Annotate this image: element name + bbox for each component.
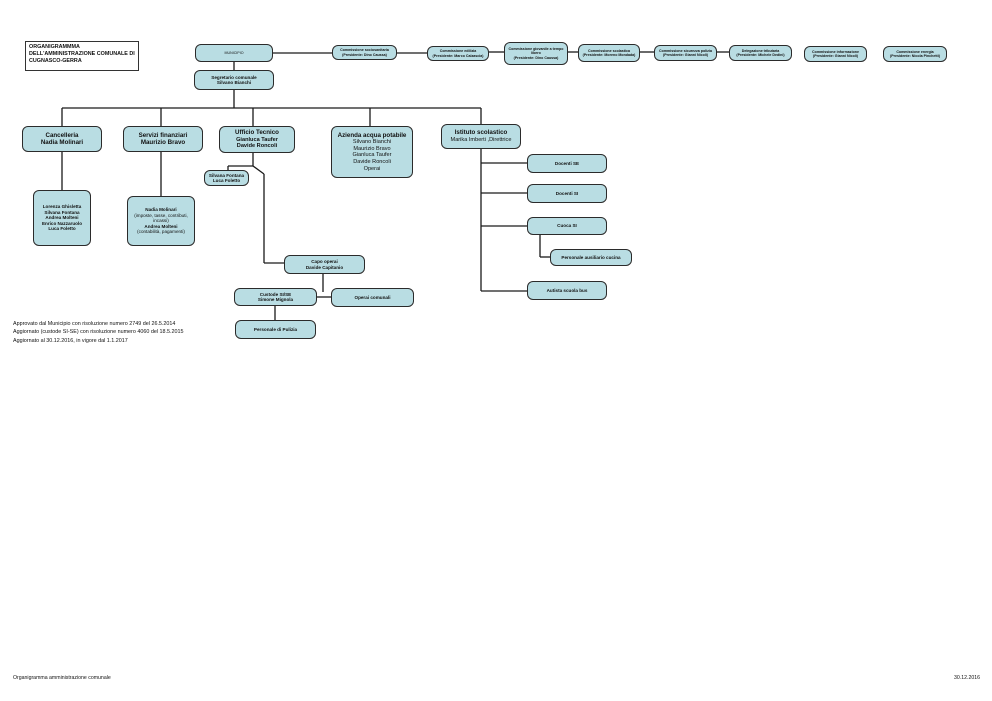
docenti-se-node: Docenti SE <box>527 154 607 173</box>
servizi-staff-node: Nadia Molinari (imposte, tasse, contribu… <box>127 196 195 246</box>
cancelleria-person: Nadia Molinari <box>40 139 84 146</box>
tecnico-staff-node: Silvana Fontana Luca Foletto <box>204 170 249 186</box>
municipio-label: MUNICIPIO <box>224 50 244 55</box>
staff-role: incassi) <box>153 218 169 224</box>
operai-label: Operai comunali <box>354 294 391 300</box>
autista-scuola-bus-node: Autista scuola bus <box>527 281 607 300</box>
commission-president: (Presidente: Marco Calzascia) <box>432 53 484 58</box>
commission-informazione-node: Commissione informazione (Presidente: Gi… <box>804 46 867 62</box>
approval-notes: Approvato dal Municipio con risoluzione … <box>13 320 184 345</box>
commission-energia-node: Commissione energia (Presidente: Nicola … <box>883 46 947 62</box>
cuoca-si-node: Cuoca SI <box>527 217 607 235</box>
azienda-member: Operai <box>363 165 381 172</box>
staff-member: Nadia Molinari <box>145 207 177 213</box>
segretario-person: Silvano Bianchi <box>216 80 252 85</box>
commission-sicurezza-node: Commissione sicurezza polizia (President… <box>654 45 717 61</box>
commission-edilizia-node: Commissione edilizia (Presidente: Marco … <box>427 46 489 61</box>
title-line-3: CUGNASCO-GERRA <box>29 57 82 64</box>
commission-label: Commissione sicurezza polizia <box>659 48 712 53</box>
commission-label: Delegazione tributaria <box>741 48 780 53</box>
azienda-member: Davide Roncoli <box>353 159 391 166</box>
istituto-director: Marika Imberti ,Direttrice <box>450 136 512 143</box>
servizi-person: Maurizio Bravo <box>140 139 186 146</box>
commission-label: Commissione edilizia <box>439 49 477 54</box>
cancelleria-node: Cancelleria Nadia Molinari <box>22 126 102 152</box>
commission-label: Commissione sociosanitaria <box>340 48 389 53</box>
delegazione-tributaria-node: Delegazione tributaria (Presidente: Mich… <box>729 45 792 61</box>
staff-member: Silvana Fontana <box>44 209 80 215</box>
staff-member: Luca Foletto <box>212 178 241 183</box>
commission-label-cont: libero <box>531 51 541 56</box>
staff-role: (imposte, tasse, contributi, <box>134 212 188 218</box>
docenti-si-node: Docenti SI <box>527 184 607 203</box>
ausiliario-label: Personale ausiliario cucina <box>561 254 621 260</box>
ufficio-person-1: Gianluca Taufer <box>236 136 278 143</box>
capo-operai-node: Capo operai Davide Capitanio <box>284 255 365 274</box>
azienda-title: Azienda acqua potabile <box>337 131 407 139</box>
commission-giovanile-node: Commissione giovanile a tempo libero (Pr… <box>504 42 568 65</box>
istituto-title: Istituto scolastico <box>454 129 508 137</box>
cancelleria-title: Cancelleria <box>45 131 79 139</box>
commission-president: (Presidente: Gianni Nicoli) <box>663 53 708 57</box>
commission-president: (Presidente: Dino Caussa) <box>342 52 387 57</box>
segretario-title: Segretario comunale <box>211 74 257 80</box>
docenti-se-label: Docenti SE <box>554 160 580 166</box>
servizi-finanziari-node: Servizi finanziari Maurizio Bravo <box>123 126 203 152</box>
personale-pulizia-node: Personale di Pulizia <box>235 320 316 339</box>
servizi-title: Servizi finanziari <box>138 131 188 139</box>
commission-sociosanitaria-node: Commissione sociosanitaria (Presidente: … <box>332 45 397 60</box>
commission-label: Commissione scolastica <box>588 48 630 53</box>
commission-president: (Presidente: Michele Dedini) <box>736 53 785 57</box>
azienda-member: Silvano Bianchi <box>352 138 392 145</box>
staff-member: Enrico Nazzaruolo <box>41 220 83 226</box>
commission-president: (Presidente: Gianni Nicoli) <box>813 54 858 58</box>
footer-date: 30.12.2016 <box>954 675 980 681</box>
ufficio-title: Ufficio Tecnico <box>235 129 279 137</box>
capo-operai-person: Davide Capitanio <box>305 264 344 270</box>
commission-president: (Presidente: Nicola Pinchetti) <box>890 54 940 58</box>
staff-member: Lorenza Ghisletta <box>42 204 82 210</box>
segretario-node: Segretario comunale Silvano Bianchi <box>194 70 274 90</box>
staff-member: Andrea Molteni <box>144 223 178 229</box>
cuoca-label: Cuoca SI <box>557 223 577 229</box>
commission-label: Commissione informazione <box>812 49 859 54</box>
chart-title: ORGANIGRAMMMA DELL'AMMINISTRAZIONE COMUN… <box>25 41 139 71</box>
istituto-scolastico-node: Istituto scolastico Marika Imberti ,Dire… <box>441 124 521 149</box>
autista-label: Autista scuola bus <box>546 287 588 293</box>
operai-comunali-node: Operai comunali <box>331 288 414 307</box>
docenti-si-label: Docenti SI <box>555 190 579 196</box>
capo-operai-title: Capo operai <box>311 259 338 264</box>
commission-label: Commissione giovanile a tempo <box>508 47 564 52</box>
staff-role: (contabilità, pagamenti) <box>137 229 185 235</box>
custode-node: Custode SI/SE Simone Mignola <box>234 288 317 306</box>
note-line: Aggiornato al 30.12.2016, in vigore dal … <box>13 337 128 344</box>
footer-title: Organigramma amministrazione comunale <box>13 675 111 681</box>
note-line: Aggiornato (custode SI-SE) con risoluzio… <box>13 329 184 336</box>
cancelleria-staff-node: Lorenza Ghisletta Silvana Fontana Andrea… <box>33 190 91 246</box>
municipio-node: MUNICIPIO <box>195 44 273 62</box>
ufficio-person-2: Davide Roncoli <box>236 143 278 150</box>
commission-president: (Presidente: Moreno Mondada) <box>582 53 636 57</box>
staff-member: Andrea Molteni <box>45 215 79 221</box>
azienda-member: Gianluca Taufer <box>352 152 392 159</box>
staff-member: Silvana Fontana <box>208 172 245 178</box>
ufficio-tecnico-node: Ufficio Tecnico Gianluca Taufer Davide R… <box>219 126 295 153</box>
pulizia-label: Personale di Pulizia <box>253 326 298 332</box>
title-line-2: DELL'AMMINISTRAZIONE COMUNALE DI <box>29 50 135 57</box>
commission-scolastica-node: Commissione scolastica (Presidente: More… <box>578 44 640 62</box>
staff-member: Luca Foletto <box>48 226 76 232</box>
title-line-1: ORGANIGRAMMMA <box>29 44 80 50</box>
personale-ausiliario-node: Personale ausiliario cucina <box>550 249 632 266</box>
custode-person: Simone Mignola <box>257 297 294 302</box>
azienda-member: Maurizio Bravo <box>353 145 391 152</box>
azienda-acqua-node: Azienda acqua potabile Silvano Bianchi M… <box>331 126 413 178</box>
commission-president: (Presidente: Dino Caussa) <box>513 55 559 60</box>
note-line: Approvato dal Municipio con risoluzione … <box>13 321 176 327</box>
custode-title: Custode SI/SE <box>259 291 292 297</box>
commission-label: Commissione energia <box>896 49 934 54</box>
